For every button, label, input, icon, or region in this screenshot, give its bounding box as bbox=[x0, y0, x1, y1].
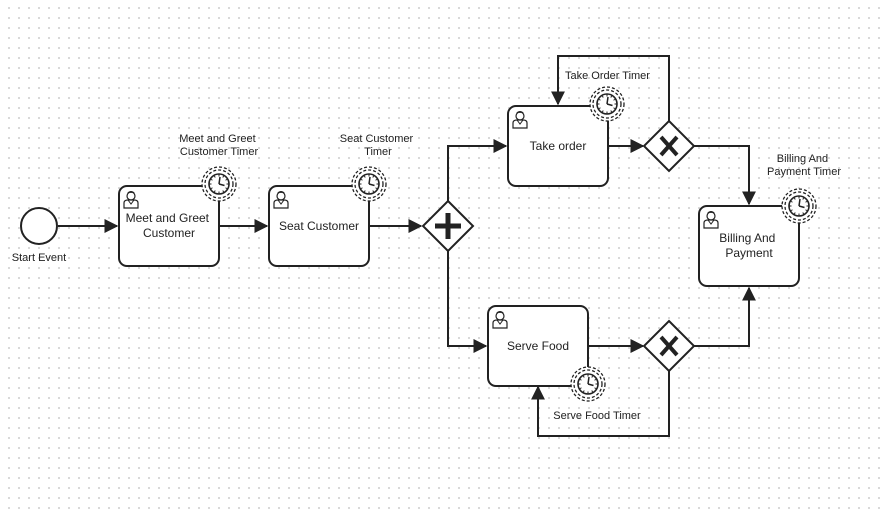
plus-icon bbox=[435, 213, 461, 239]
flow-xor-to-billing-bottom[interactable] bbox=[694, 286, 756, 347]
task-billing-and-payment[interactable]: Billing And Payment Billing And Payment … bbox=[698, 153, 841, 287]
task-meet-and-greet[interactable]: Meet and Greet Customer Meet and Greet C… bbox=[118, 133, 259, 267]
task-take-order[interactable]: Take order Take Order Timer bbox=[507, 70, 650, 187]
flow-xor-to-billing-top[interactable] bbox=[694, 145, 756, 206]
x-icon bbox=[659, 135, 679, 157]
sequence-flows bbox=[58, 55, 756, 437]
task-meet-and-greet-box[interactable] bbox=[118, 185, 220, 267]
flow-xor-loop-to-serve-food[interactable] bbox=[531, 371, 670, 437]
task-serve-food[interactable]: Serve Food Serve Food Timer bbox=[487, 305, 641, 422]
timer-boundary-event-icon[interactable] bbox=[570, 366, 606, 402]
task-serve-food-label: Serve Food bbox=[507, 339, 569, 353]
parallel-gateway[interactable] bbox=[421, 199, 475, 253]
flow-parallel-to-serve-food[interactable] bbox=[447, 251, 488, 353]
timer-boundary-event-icon[interactable] bbox=[201, 166, 237, 202]
timer-boundary-event-icon[interactable] bbox=[589, 86, 625, 122]
x-icon bbox=[659, 335, 679, 357]
timer-boundary-event-icon[interactable] bbox=[351, 166, 387, 202]
timer-serve-food-label: Serve Food Timer bbox=[553, 410, 641, 422]
timer-boundary-event-icon[interactable] bbox=[781, 188, 817, 224]
task-billing-and-payment-label: Billing And Payment bbox=[719, 231, 778, 260]
task-take-order-label: Take order bbox=[530, 139, 587, 153]
flow-parallel-to-take-order[interactable] bbox=[447, 139, 508, 201]
timer-meet-and-greet-label: Meet and Greet Customer Timer bbox=[179, 133, 259, 158]
exclusive-gateway-take-order[interactable] bbox=[642, 119, 696, 173]
task-seat-customer-box[interactable] bbox=[268, 185, 370, 267]
start-event[interactable]: Start Event bbox=[12, 207, 66, 264]
task-take-order-box[interactable] bbox=[507, 105, 609, 187]
start-event-label: Start Event bbox=[12, 252, 66, 264]
task-seat-customer-label: Seat Customer bbox=[279, 219, 359, 233]
task-seat-customer[interactable]: Seat Customer Seat Customer Timer bbox=[268, 133, 416, 267]
task-serve-food-box[interactable] bbox=[487, 305, 589, 387]
exclusive-gateway-serve-food[interactable] bbox=[642, 319, 696, 373]
timer-seat-customer-label: Seat Customer Timer bbox=[340, 133, 416, 158]
flow-xor-loop-to-take-order[interactable] bbox=[551, 55, 670, 121]
task-billing-and-payment-box[interactable] bbox=[698, 205, 800, 287]
task-meet-and-greet-label: Meet and Greet Customer bbox=[126, 211, 213, 240]
timer-take-order-label: Take Order Timer bbox=[565, 70, 650, 82]
start-event-circle[interactable] bbox=[20, 207, 58, 245]
timer-billing-label: Billing And Payment Timer bbox=[767, 153, 841, 178]
